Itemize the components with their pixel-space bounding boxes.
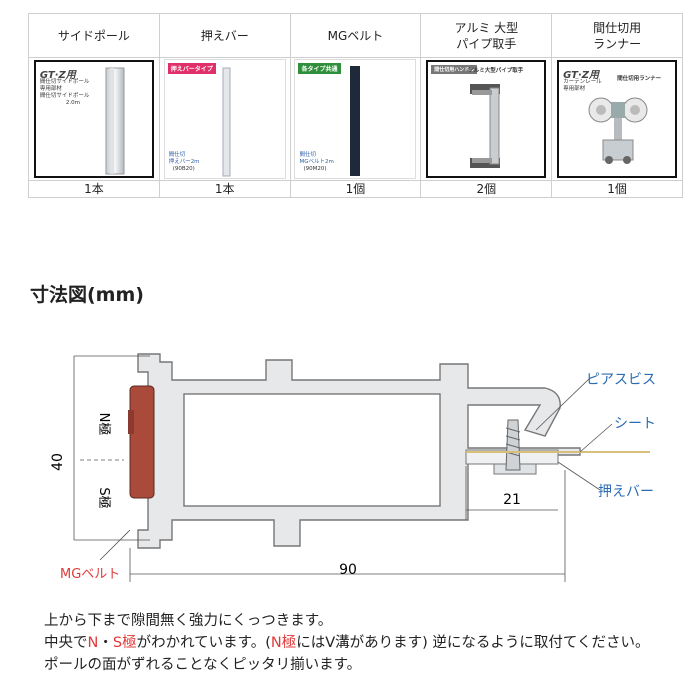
part-name-runner-l2: ランナー <box>593 36 642 51</box>
note-dot: ・ <box>98 635 113 651</box>
press-bar-label-3: (90B20) <box>172 166 195 172</box>
screw <box>505 419 521 471</box>
side-pole-drawing <box>105 67 125 175</box>
runner-drawing <box>588 97 648 164</box>
mg-belt-cell: 各タイプ共通 間仕切 MGベルト2m (90M20) <box>289 57 422 181</box>
mg-belt-shape <box>129 385 155 499</box>
handle-cell: 間仕切用ハンドル アルミ大型パイプ取手 <box>420 57 553 181</box>
qty-press-bar: 1本 <box>158 180 291 198</box>
runner-image: GT·Z用 カーテンレール 専用部材 間仕切用ランナー <box>557 60 678 178</box>
part-name-runner: 間仕切用ランナー <box>551 13 683 58</box>
press-bar-label: 押えバー <box>598 484 654 500</box>
note-line-2-a: 中央で <box>44 635 88 651</box>
parts-header-row: サイドポール 押えバー MGベルト アルミ 大型パイプ取手 間仕切用ランナー <box>28 13 683 58</box>
mg-belt-label-2: MGベルト2m <box>299 159 334 165</box>
runner-brand: GT·Z用 <box>563 70 599 81</box>
n-pole-label: N極 <box>96 413 112 436</box>
press-bar-drawing <box>222 67 231 177</box>
note-s-pole: S極 <box>112 635 137 651</box>
press-bar-cell: 押えバータイプ 間仕切 押えバー2m (90B20) <box>158 57 291 181</box>
side-pole-cell: GT·Z用 間仕切サイドポール 専用部材 間仕切サイドポール 2.0m <box>28 57 160 181</box>
note-line-2: 中央でN・S極がわかれています。(N極にはV溝があります) 逆になるように取付て… <box>44 632 649 654</box>
handle-drawing <box>470 84 501 168</box>
description-notes: 上から下まで隙間無く強力にくっつきます。 中央でN・S極がわかれています。(N極… <box>44 610 649 676</box>
profile-window <box>183 393 441 507</box>
dim-depth: 21 <box>503 492 521 508</box>
belt-n-cap <box>128 410 134 434</box>
runner-cell: GT·Z用 カーテンレール 専用部材 間仕切用ランナー <box>551 57 683 181</box>
pias-screw-label: ピアスビス <box>586 372 656 388</box>
note-line-1: 上から下まで隙間無く強力にくっつきます。 <box>44 613 333 629</box>
note-line-2-c: にはV溝があります) 逆になるように取付てください。 <box>296 635 650 651</box>
qty-mg-belt: 1個 <box>289 180 422 198</box>
side-pole-image: GT·Z用 間仕切サイドポール 専用部材 間仕切サイドポール 2.0m <box>33 60 154 178</box>
runner-label-2: 専用部材 <box>563 86 586 92</box>
qty-runner: 1個 <box>551 180 683 198</box>
note-n-pole: N極 <box>270 635 297 651</box>
note-n: N <box>87 635 99 651</box>
press-bar-label-1: 間仕切 <box>168 152 186 158</box>
section-title: 寸法図(mm) <box>30 284 144 306</box>
mg-belt-image: 各タイプ共通 間仕切 MGベルト2m (90M20) <box>294 59 417 179</box>
part-name-runner-l1: 間仕切用 <box>593 20 642 35</box>
note-line-2-b: がわかれています。( <box>136 635 271 651</box>
side-pole-label-2: 専用部材 <box>39 86 62 92</box>
part-name-press-bar: 押えバー <box>158 13 291 58</box>
handle-label: アルミ大型パイプ取手 <box>468 68 524 74</box>
press-bar-tag: 押えバータイプ <box>167 63 216 74</box>
parts-qty-row: 1本 1本 1個 2個 1個 <box>28 180 683 198</box>
part-name-side-pole: サイドポール <box>28 13 160 58</box>
handle-image: 間仕切用ハンドル アルミ大型パイプ取手 <box>426 60 547 178</box>
handle-tag: 間仕切用ハンドル <box>431 65 478 74</box>
sheet-label: シート <box>614 416 656 432</box>
side-pole-label-3: 間仕切サイドポール <box>39 93 90 99</box>
part-name-handle-l2: パイプ取手 <box>456 36 517 51</box>
mg-belt-label-3: (90M20) <box>303 166 327 172</box>
side-pole-brand: GT·Z用 <box>39 70 76 81</box>
press-bar-label-2: 押えバー2m <box>168 159 200 165</box>
runner-label-1: カーテンレール <box>563 79 602 85</box>
qty-handle: 2個 <box>420 180 553 198</box>
part-name-handle-l1: アルミ 大型 <box>454 20 519 35</box>
dimension-diagram: 40 N極 S極 90 21 ピアスビス シート 押えバー MGベルト <box>50 353 656 582</box>
side-pole-label-4: 2.0m <box>65 100 80 106</box>
press-bar-image: 押えバータイプ 間仕切 押えバー2m (90B20) <box>163 59 286 179</box>
s-pole-label: S極 <box>96 487 112 508</box>
qty-side-pole: 1本 <box>28 180 160 198</box>
mg-belt-drawing <box>350 66 361 176</box>
mg-belt-label: MGベルト <box>60 567 120 582</box>
note-line-3: ポールの面がずれることなくピッタリ揃います。 <box>44 657 362 673</box>
runner-label-3: 間仕切用ランナー <box>617 76 662 82</box>
parts-image-row: GT·Z用 間仕切サイドポール 専用部材 間仕切サイドポール 2.0m 押えバー… <box>28 57 683 181</box>
mg-belt-label-1: 間仕切 <box>299 152 316 158</box>
part-name-handle: アルミ 大型パイプ取手 <box>420 13 553 58</box>
side-pole-label-1: 間仕切サイドポール <box>39 79 90 85</box>
parts-table: サイドポール 押えバー MGベルト アルミ 大型パイプ取手 間仕切用ランナー G… <box>28 13 683 198</box>
dim-height: 40 <box>50 453 66 471</box>
part-name-mg-belt: MGベルト <box>289 13 422 58</box>
dim-width: 90 <box>339 562 357 578</box>
mg-belt-tag: 各タイプ共通 <box>298 63 341 74</box>
